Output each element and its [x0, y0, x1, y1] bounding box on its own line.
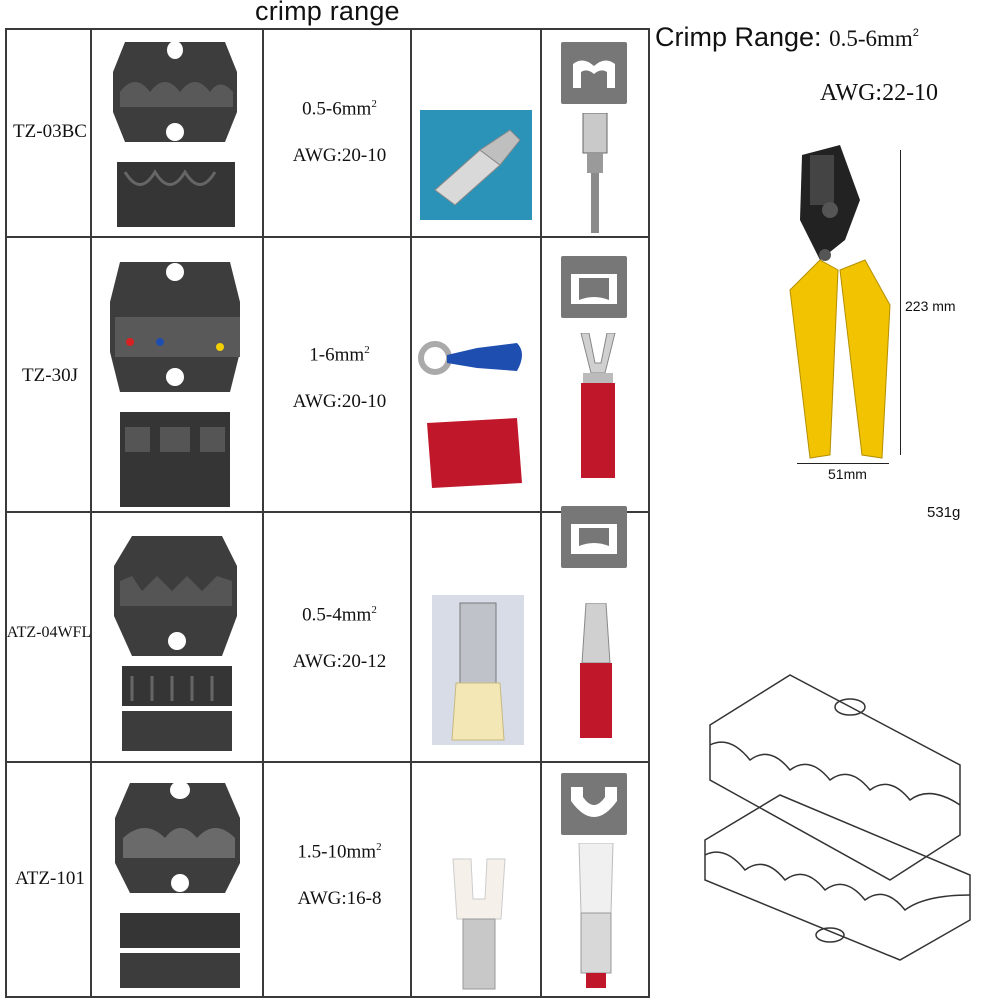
model-label: ATZ-04WFL	[6, 624, 92, 641]
right-range-value: 0.5-6mm	[829, 26, 913, 51]
terminal-photo	[432, 595, 524, 745]
crimp-profile-icon	[561, 773, 627, 835]
right-crimp-range: Crimp Range: 0.5-6mm2	[655, 22, 919, 53]
die-photo	[115, 781, 240, 988]
crimp-range-value: 1.5-10mm	[297, 841, 377, 863]
spec-cell: 0.5-6mm2 AWG:20-10	[267, 98, 412, 167]
spec-cell: 1.5-10mm2 AWG:16-8	[267, 841, 412, 910]
model-label: ATZ-101	[15, 868, 85, 889]
awg-value: AWG:20-10	[292, 391, 387, 413]
page-title: crimp range	[255, 0, 400, 26]
crimp-range-value: 1-6mm	[309, 344, 365, 366]
crimp-range-value: 0.5-4mm	[302, 604, 372, 626]
die-photo	[113, 41, 237, 227]
crimp-profile-icon	[561, 506, 627, 568]
terminal-photo	[452, 858, 506, 990]
terminal-photo	[418, 341, 522, 488]
die-line-drawing	[704, 674, 971, 961]
width-label: 51mm	[828, 466, 867, 482]
awg-value: AWG:20-12	[292, 651, 387, 673]
terminal-photo	[420, 110, 532, 220]
superscript: 2	[371, 98, 377, 110]
superscript: 2	[912, 27, 919, 39]
crimp-range-value: 0.5-6mm	[302, 98, 372, 120]
die-photo	[110, 262, 240, 507]
spec-cell: 1-6mm2 AWG:20-10	[267, 344, 412, 413]
right-range-label: Crimp Range:	[655, 22, 822, 52]
superscript: 2	[371, 604, 377, 616]
superscript: 2	[376, 841, 382, 853]
awg-value: AWG:16-8	[297, 888, 382, 910]
crimp-profile-icon	[561, 256, 627, 318]
weight-label: 531g	[927, 504, 961, 521]
height-label: 223 mm	[905, 298, 956, 314]
die-photo	[114, 536, 237, 751]
crimped-terminal-photo	[582, 113, 608, 233]
crimped-terminal-photo	[578, 843, 614, 988]
crimped-terminal-photo	[580, 603, 612, 738]
spec-cell: 0.5-4mm2 AWG:20-12	[267, 604, 412, 673]
height-dimension-line	[900, 150, 901, 455]
model-label: TZ-03BC	[13, 121, 87, 142]
crimp-profile-icon	[561, 42, 627, 104]
crimping-tool-photo	[789, 145, 891, 459]
awg-value: AWG:20-10	[292, 145, 387, 167]
crimp-table: TZ-03BC 0.5-6mm2 AWG:20-10 TZ-30J	[5, 28, 650, 998]
crimped-terminal-photo	[580, 333, 616, 478]
model-label: TZ-30J	[22, 365, 78, 386]
superscript: 2	[364, 344, 370, 356]
right-awg: AWG:22-10	[820, 80, 939, 106]
width-dimension-line	[797, 463, 889, 464]
